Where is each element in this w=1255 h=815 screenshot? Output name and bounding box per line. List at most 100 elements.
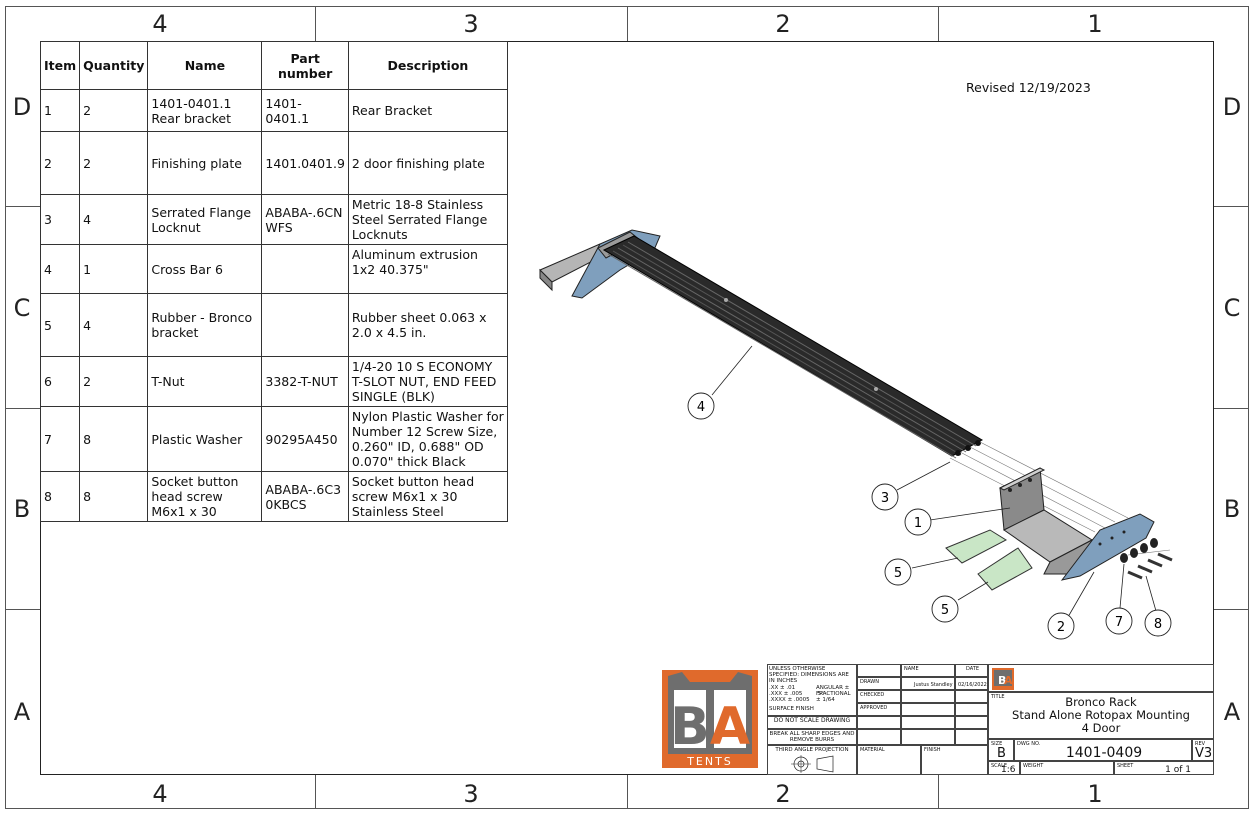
balloon: 5 — [931, 595, 959, 623]
zone-divider — [1214, 408, 1249, 409]
bom-item: 4 — [39, 244, 81, 294]
balloon: 7 — [1105, 607, 1133, 635]
zone-divider — [938, 775, 939, 809]
bom-qty: 2 — [79, 89, 149, 132]
bom-desc: Nylon Plastic Washer for Number 12 Screw… — [347, 406, 508, 472]
bom-name: Cross Bar 6 — [147, 244, 263, 294]
zone-col-label: 2 — [775, 780, 791, 808]
zone-row-label: A — [1223, 698, 1241, 726]
bom-qty: 2 — [79, 356, 149, 407]
bom-qty: 8 — [79, 471, 149, 522]
title-block: UNLESS OTHERWISE SPECIFIED: DIMENSIONS A… — [767, 664, 1214, 775]
table-row: 1 2 1401-0401.1 Rear bracket 1401-0401.1… — [39, 89, 508, 132]
zone-row-label: D — [12, 93, 32, 121]
balloon-label: 2 — [1057, 620, 1065, 635]
small-logo-icon: B A — [992, 668, 1014, 690]
bom-desc: Rear Bracket — [347, 89, 508, 132]
balloon: 1 — [904, 508, 932, 536]
bom-qty: 2 — [79, 131, 149, 195]
sheet-value: 1 of 1 — [1165, 765, 1191, 775]
logo-subtitle: TENTS — [686, 755, 733, 768]
zone-divider — [5, 206, 40, 207]
zone-divider — [1214, 609, 1249, 610]
table-row: 5 4 Rubber - Bronco bracket Rubber sheet… — [39, 293, 508, 357]
balloon-label: 8 — [1154, 617, 1162, 632]
bom-name: Plastic Washer — [147, 406, 263, 472]
do-not-scale: DO NOT SCALE DRAWING — [767, 716, 857, 729]
balloon-label: 4 — [697, 400, 705, 415]
bom-name: Rubber - Bronco bracket — [147, 293, 263, 357]
balloon: 3 — [871, 483, 899, 511]
zone-col-label: 2 — [775, 10, 791, 38]
drawing-number: 1401-0409 — [1065, 745, 1143, 761]
bom-header-item: Item — [39, 41, 81, 90]
zone-divider — [5, 408, 40, 409]
zone-row-label: A — [13, 698, 31, 726]
zone-col-label: 4 — [152, 780, 168, 808]
zone-divider — [315, 6, 316, 41]
rubber-pad — [977, 547, 1033, 591]
balloon: 4 — [687, 392, 715, 420]
bom-name: Finishing plate — [147, 131, 263, 195]
scale-value: 1:6 — [1001, 765, 1016, 775]
bom-part: 1401-0401.1 — [261, 89, 349, 132]
bom-header-quantity: Quantity — [79, 41, 149, 90]
revision-value: V3 — [1195, 746, 1213, 761]
zone-col-label: 1 — [1087, 780, 1103, 808]
rubber-pad — [945, 529, 1008, 564]
title-logo-cell: B A — [988, 664, 1214, 692]
bom-part: 3382-T-NUT — [261, 356, 349, 407]
bom-qty: 8 — [79, 406, 149, 472]
title-line: 4 Door — [1081, 721, 1121, 735]
balloon: 8 — [1144, 609, 1172, 637]
svg-text:B: B — [998, 674, 1006, 687]
zone-divider — [1214, 206, 1249, 207]
bill-of-materials: Item Quantity Name Part number Descripti… — [39, 41, 508, 522]
zone-row-label: B — [1223, 495, 1241, 523]
balloon-label: 5 — [941, 603, 949, 618]
finishing-plate — [1060, 513, 1155, 581]
revision-note: Revised 12/19/2023 — [966, 80, 1091, 95]
zone-row-label: D — [1222, 93, 1242, 121]
zone-col-label: 1 — [1087, 10, 1103, 38]
zone-divider — [938, 6, 939, 41]
bom-desc: Socket button head screw M6x1 x 30 Stain… — [347, 471, 508, 522]
break-edges-note: BREAK ALL SHARP EDGES AND REMOVE BURRS — [767, 729, 857, 745]
svg-text:A: A — [1004, 674, 1013, 687]
fasteners — [1120, 538, 1173, 580]
title-line: Bronco Rack — [1065, 695, 1137, 709]
balloon: 5 — [884, 558, 912, 586]
zone-divider — [315, 775, 316, 809]
zone-row-label: B — [13, 495, 31, 523]
bom-desc: Rubber sheet 0.063 x 2.0 x 4.5 in. — [347, 293, 508, 357]
balloon-label: 3 — [881, 491, 889, 506]
zone-col-label: 3 — [463, 10, 479, 38]
zone-col-label: 4 — [152, 10, 168, 38]
zone-row-label: C — [1223, 294, 1241, 322]
zone-divider — [627, 6, 628, 41]
bom-desc: 2 door finishing plate — [347, 131, 508, 195]
table-row: 6 2 T-Nut 3382-T-NUT 1/4-20 10 S ECONOMY… — [39, 356, 508, 407]
zone-col-label: 3 — [463, 780, 479, 808]
bom-qty: 4 — [79, 194, 149, 245]
table-row: 2 2 Finishing plate 1401.0401.9 2 door f… — [39, 131, 508, 195]
title-cell: TITLE Bronco Rack Stand Alone Rotopax Mo… — [988, 692, 1214, 739]
table-row: 8 8 Socket button head screw M6x1 x 30 A… — [39, 471, 508, 522]
bom-name: 1401-0401.1 Rear bracket — [147, 89, 263, 132]
table-row: 7 8 Plastic Washer 90295A450 Nylon Plast… — [39, 406, 508, 472]
balloon-label: 1 — [914, 516, 922, 531]
balloon-label: 5 — [894, 566, 902, 581]
cross-bar — [602, 235, 984, 459]
bom-name: Socket button head screw M6x1 x 30 — [147, 471, 263, 522]
bom-part: ABABA-.6C3 0KBCS — [261, 471, 349, 522]
bom-desc: 1/4-20 10 S ECONOMY T-SLOT NUT, END FEED… — [347, 356, 508, 407]
leader-lines — [711, 345, 1157, 618]
tolerance-block: UNLESS OTHERWISE SPECIFIED: DIMENSIONS A… — [767, 664, 857, 716]
bom-part — [261, 293, 349, 357]
bom-item: 5 — [39, 293, 81, 357]
company-logo: B A TENTS — [662, 670, 758, 768]
logo-letters: B — [670, 697, 710, 757]
bom-name: Serrated Flange Locknut — [147, 194, 263, 245]
zone-divider — [5, 609, 40, 610]
